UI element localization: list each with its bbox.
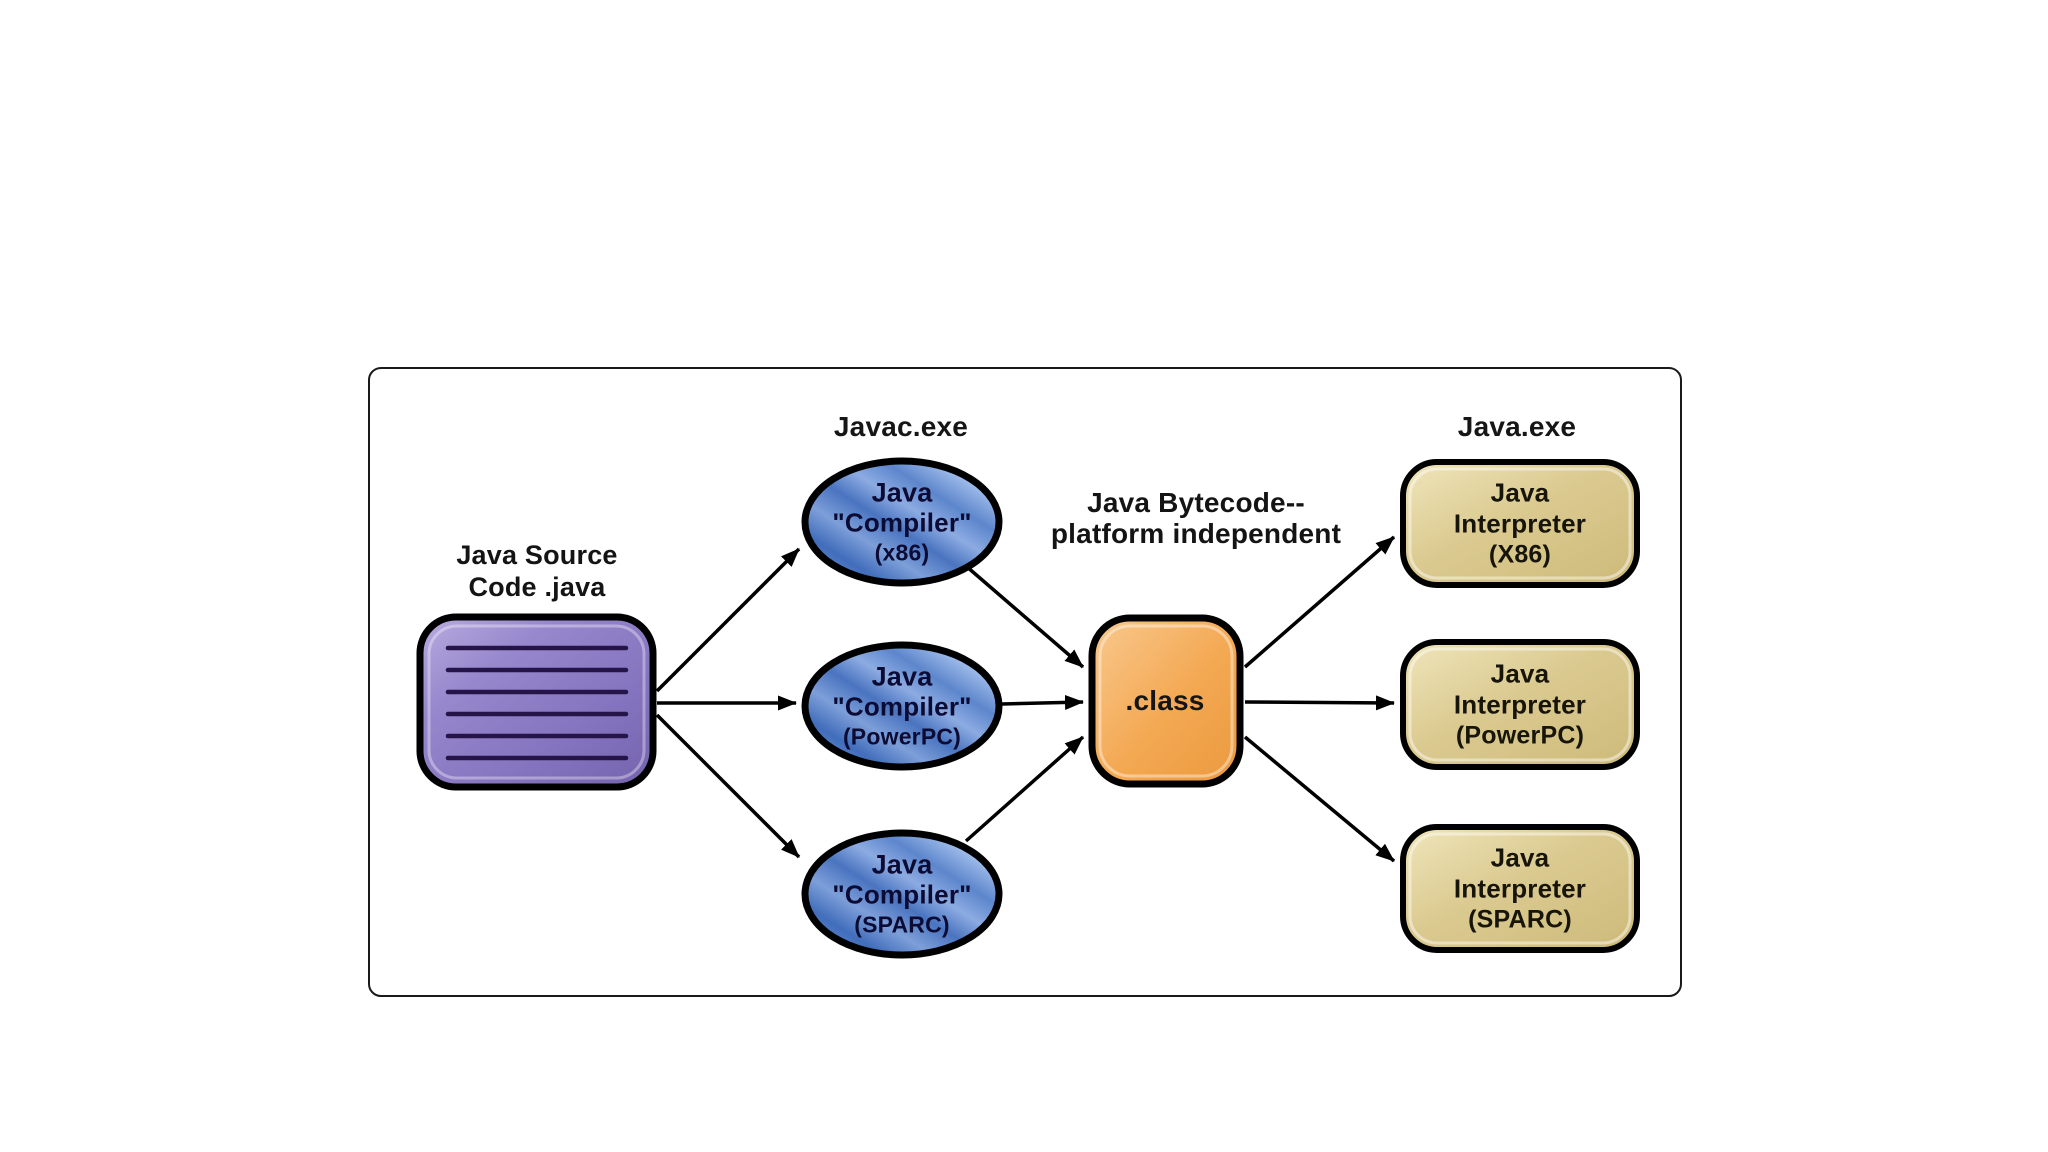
interpreter-sparc-node bbox=[1400, 824, 1640, 953]
interpreter-x86-label-line2: Interpreter bbox=[1453, 508, 1587, 539]
arrow-source-to-compiler-x86 bbox=[655, 547, 801, 693]
compiler-sparc-label: Java "Compiler" (SPARC) bbox=[832, 850, 971, 939]
arrow-compiler-x86-to-class bbox=[964, 564, 1085, 669]
compiler-powerpc-label-line3: (PowerPC) bbox=[842, 723, 962, 750]
source-code-label: Java Source Code .java bbox=[456, 539, 617, 603]
interpreter-powerpc-label-line1: Java bbox=[1490, 658, 1550, 689]
arrow-class-to-interpreter-powerpc bbox=[1244, 695, 1395, 711]
interpreter-x86-node-highlight bbox=[1408, 467, 1632, 580]
bytecode-annotation-line1: Java Bytecode-- bbox=[1087, 487, 1305, 518]
compiler-x86-label: Java "Compiler" (x86) bbox=[832, 478, 971, 567]
compiler-x86-label-line1: Java bbox=[871, 477, 933, 508]
bytecode-annotation: Java Bytecode-- platform independent bbox=[1051, 487, 1341, 549]
class-file-label: .class bbox=[1125, 685, 1205, 716]
interpreter-powerpc-node-highlight bbox=[1408, 647, 1632, 762]
compiler-sparc-label-line2: "Compiler" bbox=[832, 879, 972, 910]
code-lines-icon bbox=[445, 645, 629, 761]
arrow-class-to-interpreter-x86 bbox=[1243, 535, 1396, 669]
arrow-class-to-interpreter-sparc bbox=[1243, 735, 1396, 863]
compiler-powerpc-node bbox=[801, 641, 1003, 771]
source-code-label-line1: Java Source bbox=[456, 540, 618, 570]
interpreter-powerpc-label-line2: Interpreter bbox=[1453, 689, 1587, 720]
source-code-node-highlight bbox=[427, 624, 646, 780]
interpreter-x86-label-line3: (X86) bbox=[1488, 540, 1552, 569]
interpreter-section-title: Java.exe bbox=[1457, 411, 1577, 442]
source-code-node bbox=[416, 613, 657, 791]
arrow-compiler-powerpc-to-class bbox=[1001, 694, 1084, 710]
interpreter-powerpc-label: Java Interpreter (PowerPC) bbox=[1454, 659, 1586, 752]
interpreter-powerpc-label-line3: (PowerPC) bbox=[1455, 721, 1585, 750]
compiler-x86-node bbox=[801, 457, 1003, 587]
interpreter-sparc-label-line1: Java bbox=[1490, 842, 1550, 873]
interpreter-sparc-label: Java Interpreter (SPARC) bbox=[1454, 843, 1586, 936]
class-file-node bbox=[1088, 614, 1244, 788]
interpreter-x86-label-line1: Java bbox=[1490, 477, 1550, 508]
compiler-x86-label-line3: (x86) bbox=[874, 539, 930, 566]
compiler-powerpc-label-line1: Java bbox=[871, 661, 933, 692]
compiler-x86-label-line2: "Compiler" bbox=[832, 507, 972, 538]
arrow-source-to-compiler-sparc bbox=[655, 713, 801, 859]
compiler-sparc-label-line1: Java bbox=[871, 849, 933, 880]
interpreter-powerpc-node bbox=[1400, 639, 1640, 770]
bytecode-annotation-line2: platform independent bbox=[1050, 518, 1342, 549]
interpreter-sparc-label-line2: Interpreter bbox=[1453, 873, 1587, 904]
compiler-section-title: Javac.exe bbox=[833, 411, 969, 442]
compiler-powerpc-label-line2: "Compiler" bbox=[832, 691, 972, 722]
class-file-node-highlight bbox=[1098, 624, 1234, 778]
compiler-sparc-label-line3: (SPARC) bbox=[854, 911, 950, 938]
compiler-powerpc-label: Java "Compiler" (PowerPC) bbox=[832, 662, 971, 751]
compiler-sparc-node bbox=[801, 829, 1003, 959]
interpreter-sparc-label-line3: (SPARC) bbox=[1468, 905, 1572, 934]
interpreter-x86-node bbox=[1400, 459, 1640, 588]
source-code-label-line2: Code .java bbox=[468, 572, 606, 602]
interpreter-x86-label: Java Interpreter (X86) bbox=[1454, 478, 1586, 571]
interpreter-sparc-node-highlight bbox=[1408, 832, 1632, 945]
diagram-frame bbox=[368, 367, 1682, 997]
arrow-compiler-sparc-to-class bbox=[964, 735, 1085, 843]
